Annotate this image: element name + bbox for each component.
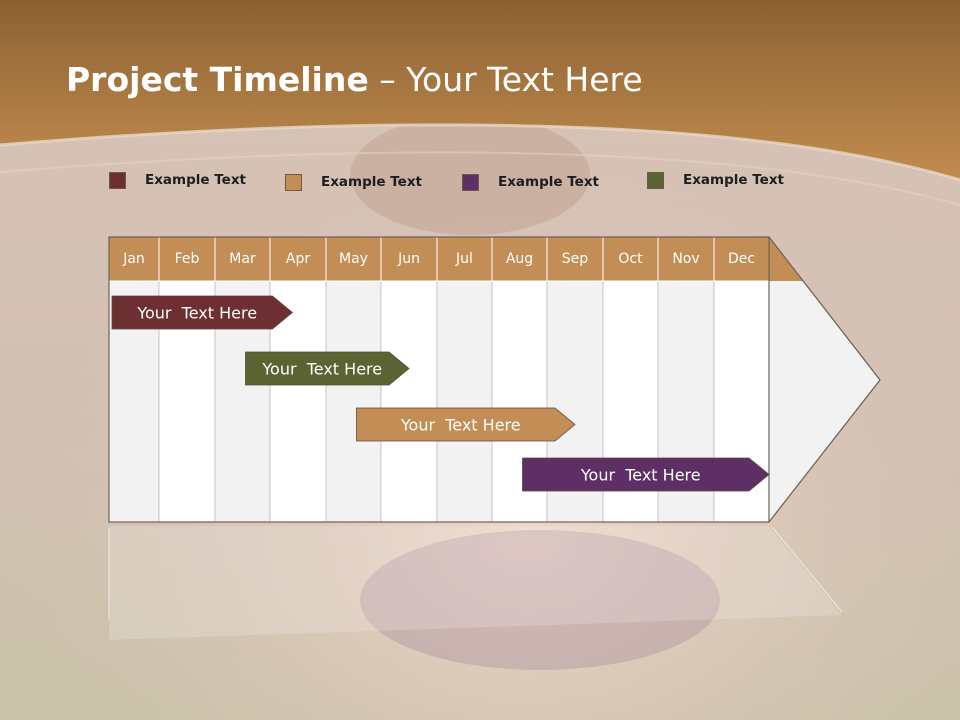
legend-swatch	[462, 173, 479, 191]
legend-label: Example Text	[145, 172, 246, 188]
month-header-cell	[269, 236, 327, 282]
month-label: Nov	[672, 251, 700, 267]
task-label: Your Text Here	[580, 466, 701, 485]
month-column	[325, 280, 382, 523]
timeline-reflection	[109, 526, 842, 640]
legend-label: Example Text	[683, 172, 784, 188]
month-header-cell	[491, 236, 548, 282]
arrow-outline	[768, 236, 881, 523]
month-label: Jul	[456, 251, 473, 267]
month-header-cell	[380, 236, 438, 282]
task-label: Your Text Here	[136, 304, 257, 323]
month-label: Aug	[505, 251, 534, 267]
task-bar: Your Text Here	[245, 351, 410, 386]
month-column	[380, 280, 438, 523]
month-label: May	[339, 251, 368, 267]
month-header-cell	[602, 236, 659, 282]
task-arrow-shape	[522, 457, 770, 492]
title-rest: – Your Text Here	[368, 60, 643, 99]
legend-item: Example Text	[109, 169, 246, 191]
task-bar: Your Text Here	[111, 295, 294, 330]
legend-item: Example Text	[462, 171, 599, 193]
grid-outline	[108, 236, 770, 523]
month-label: Apr	[285, 251, 311, 267]
legend-item: Example Text	[285, 171, 422, 193]
task-arrow-shape	[111, 295, 294, 330]
month-label: Sep	[561, 251, 589, 267]
title-bold: Project Timeline	[66, 60, 369, 99]
month-label: Dec	[727, 251, 756, 267]
slide-title: Project Timeline – Your Text Here	[66, 60, 643, 99]
task-bar: Your Text Here	[522, 457, 770, 492]
task-arrow-shape	[356, 407, 576, 442]
legend-swatch	[647, 171, 664, 189]
legend-item: Example Text	[647, 169, 784, 191]
month-label: Oct	[618, 251, 643, 267]
month-label: Feb	[174, 251, 200, 267]
task-label: Your Text Here	[400, 416, 521, 435]
month-label: Jun	[398, 251, 420, 267]
task-label: Your Text Here	[261, 360, 382, 379]
legend-label: Example Text	[498, 174, 599, 190]
legend-swatch	[285, 173, 302, 191]
month-header-cell	[214, 236, 271, 282]
month-header-cell	[546, 236, 604, 282]
month-label: Mar	[229, 251, 256, 267]
task-arrow-shape	[245, 351, 410, 386]
month-header-cell	[325, 236, 382, 282]
legend-label: Example Text	[321, 174, 422, 190]
legend-swatch	[109, 171, 126, 189]
month-column	[436, 280, 493, 523]
month-header-cell	[158, 236, 216, 282]
month-label: Jan	[123, 251, 145, 267]
reflection-edge	[772, 527, 843, 613]
task-bar: Your Text Here	[356, 407, 576, 442]
